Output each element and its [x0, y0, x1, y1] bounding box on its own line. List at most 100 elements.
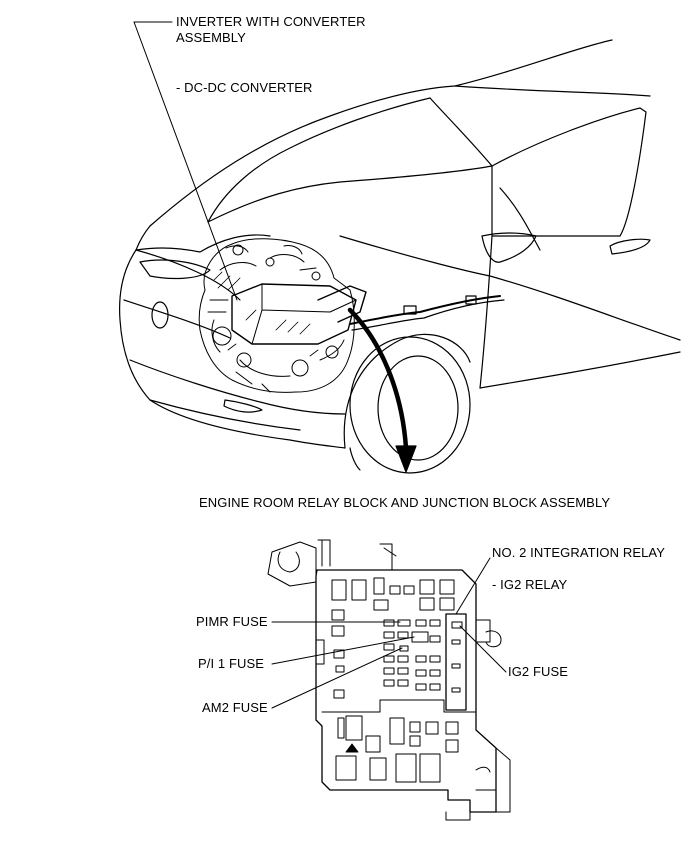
fuse-slot-c18 [429, 619, 441, 627]
fuse-slot-c8 [397, 667, 409, 675]
fuse-box-left-bracket [267, 541, 317, 587]
fuse-slot-b13 [337, 717, 345, 739]
engine-outline [198, 238, 355, 393]
car-a-pillar [429, 97, 493, 167]
car-window-divider [499, 187, 541, 251]
engine-pulley-4 [325, 345, 339, 359]
fuse-slot-b8 [445, 739, 459, 753]
arrow-head [395, 445, 417, 473]
fuse-slot-t9 [439, 597, 455, 611]
wiring-harness-2 [351, 299, 505, 331]
car-illustration [119, 39, 681, 474]
fuse-slot-c2 [383, 631, 395, 639]
engine-pulley-1 [212, 326, 232, 346]
fuse-slot-b9 [395, 753, 417, 783]
fuse-slot-l3 [333, 649, 345, 659]
fuse-box-right-mount [475, 619, 502, 648]
fuse-slot-c19 [429, 635, 441, 643]
car-windshield-lower [207, 165, 493, 223]
fuse-pimr [397, 619, 411, 627]
car-grille-lower [129, 359, 346, 415]
harness-clip-1 [403, 305, 417, 315]
label-pimr-fuse: PIMR FUSE [196, 614, 268, 629]
fuse-slot-t10 [373, 599, 389, 611]
car-front-rim [377, 355, 459, 461]
fuse-slot-t6 [419, 579, 435, 595]
engine-cap-2 [265, 257, 275, 267]
fuse-slot-c11 [415, 655, 427, 663]
engine-pulley-3 [291, 359, 309, 377]
engine-hatch [213, 271, 319, 357]
fuse-slot-c5 [383, 655, 395, 663]
relay-slot-4 [451, 687, 461, 693]
arrow-shaft [347, 307, 409, 451]
fuse-slot-b5 [409, 735, 421, 747]
fuse-slot-c9 [383, 679, 395, 687]
engine-detail-2 [207, 245, 345, 393]
label-ig2-relay: - IG2 RELAY [492, 577, 568, 592]
fuse-box-left-clip [315, 639, 325, 665]
car-body-side [339, 235, 681, 341]
fuse-slot-b4 [409, 721, 421, 733]
fuse-slot-c4 [383, 643, 395, 651]
fuse-slot-t5 [403, 585, 415, 595]
fuse-slot-l5 [333, 689, 345, 699]
leader-ig2-fuse [459, 625, 507, 673]
car-wheel-arch [343, 333, 471, 449]
engine-cap-1 [232, 244, 244, 256]
fuse-slot-c1 [383, 619, 395, 627]
car-roof-line [454, 85, 651, 97]
fuse-slot-b7 [445, 721, 459, 735]
fuse-box-housing [315, 569, 497, 813]
fuse-slot-c15 [415, 683, 427, 691]
fuse-slot-c16 [429, 683, 441, 691]
fuse-slot-c7 [383, 667, 395, 675]
car-fog-light [223, 399, 263, 413]
label-inverter-line1: INVERTER WITH CONVERTER [176, 14, 366, 29]
leader-integration-relay [455, 557, 491, 615]
fuse-slot-b12 [335, 755, 357, 781]
car-emblem [151, 301, 169, 329]
car-front-fascia [119, 249, 346, 449]
leader-inverter [133, 21, 238, 301]
harness-clip-2 [465, 295, 477, 305]
fuse-slot-t2 [351, 579, 367, 601]
relay-slot-2 [451, 639, 461, 645]
label-inverter-line2: ASSEMBLY [176, 30, 246, 45]
fuse-box-triangle [345, 743, 359, 753]
fuse-slot-b3 [389, 717, 405, 745]
fuse-slot-t7 [439, 579, 455, 595]
car-wheel-well [349, 447, 361, 471]
fuse-slot-b6 [425, 721, 439, 735]
top-leader-lines [133, 21, 238, 301]
fuse-leader-lines [271, 557, 507, 709]
car-roof-outline [149, 39, 613, 227]
fuse-slot-l4 [335, 665, 345, 673]
label-dcdc-converter: - DC-DC CONVERTER [176, 80, 313, 95]
fuse-slot-c17 [415, 619, 427, 627]
fuse-box-top-tab [379, 543, 397, 571]
car-door-handle [609, 238, 651, 255]
engine-cap-3 [311, 271, 321, 281]
fuse-slot-b1 [345, 715, 363, 741]
car-side-window [491, 107, 647, 237]
leader-am2 [271, 647, 403, 709]
engine-pulley-2 [236, 352, 252, 368]
fuse-slot-t8 [419, 597, 435, 611]
car-bumper-bottom [149, 399, 301, 431]
fuse-box-lower-mount [445, 747, 511, 821]
fuse-slot-l1 [331, 609, 345, 621]
fuse-slot-t1 [331, 579, 347, 601]
engine-assembly [198, 238, 367, 393]
fuse-slot-c6 [397, 655, 409, 663]
label-ig2-fuse: IG2 FUSE [508, 664, 569, 679]
label-pi1-fuse: P/I 1 FUSE [198, 656, 265, 671]
car-windshield-left [207, 97, 431, 223]
car-front-tire [349, 336, 471, 474]
fuse-slot-t3 [373, 577, 385, 595]
label-am2-fuse: AM2 FUSE [202, 700, 268, 715]
fuse-box-lower-detail [475, 766, 497, 791]
fuse-box-top-bracket [317, 539, 331, 567]
relay-slot-3 [451, 663, 461, 669]
